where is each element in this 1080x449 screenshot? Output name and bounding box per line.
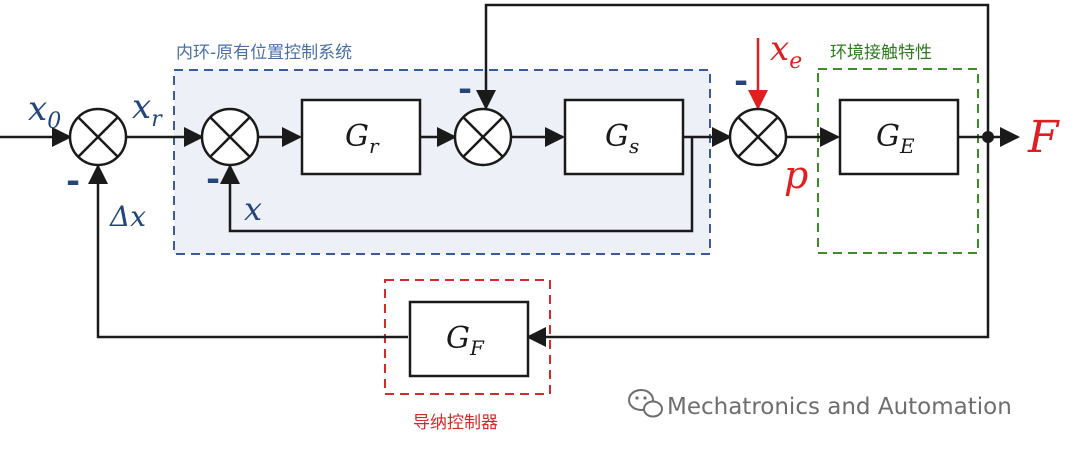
- block-gs: Gs: [563, 98, 685, 176]
- label-delta-x: Δx: [109, 200, 146, 233]
- svg-text:GF: GF: [446, 321, 485, 360]
- sum-junction-4: [728, 107, 788, 167]
- sum-junction-2: [200, 107, 260, 167]
- sum-junction-3: [453, 107, 513, 167]
- wire-top-feedback: [476, 3, 990, 137]
- block-gr: Gr: [300, 98, 422, 176]
- watermark: Mechatronics and Automation: [628, 389, 1012, 420]
- wire-inner-feedback: [220, 137, 694, 233]
- sign-sum3-minus: -: [458, 69, 472, 109]
- label-x0: x0: [28, 89, 61, 134]
- wechat-icon: [628, 389, 663, 418]
- sign-sum4-minus: -: [734, 61, 748, 101]
- admittance-title: 导纳控制器: [413, 413, 498, 433]
- label-x: x: [244, 190, 262, 228]
- block-gf: GF: [408, 300, 530, 378]
- label-xe: xe: [770, 29, 802, 74]
- svg-text:GE: GE: [876, 119, 915, 158]
- sum-junction-1: [68, 107, 128, 167]
- label-xr: xr: [132, 87, 163, 132]
- wire-outer-feedback-right: [526, 137, 990, 347]
- svg-text:Gr: Gr: [345, 119, 380, 158]
- block-ge: GE: [838, 98, 960, 176]
- sign-sum2-minus: -: [206, 159, 220, 199]
- label-p: p: [784, 153, 808, 197]
- inner-loop-title: 内环-原有位置控制系统: [176, 43, 352, 63]
- watermark-text: Mechatronics and Automation: [667, 394, 1012, 420]
- svg-text:Gs: Gs: [605, 119, 639, 158]
- wire-outer-feedback-left: [88, 164, 408, 339]
- label-F: F: [1027, 112, 1060, 163]
- sign-sum1-minus: -: [66, 161, 80, 201]
- environment-region: [817, 68, 979, 254]
- environment-title: 环境接触特性: [830, 43, 932, 63]
